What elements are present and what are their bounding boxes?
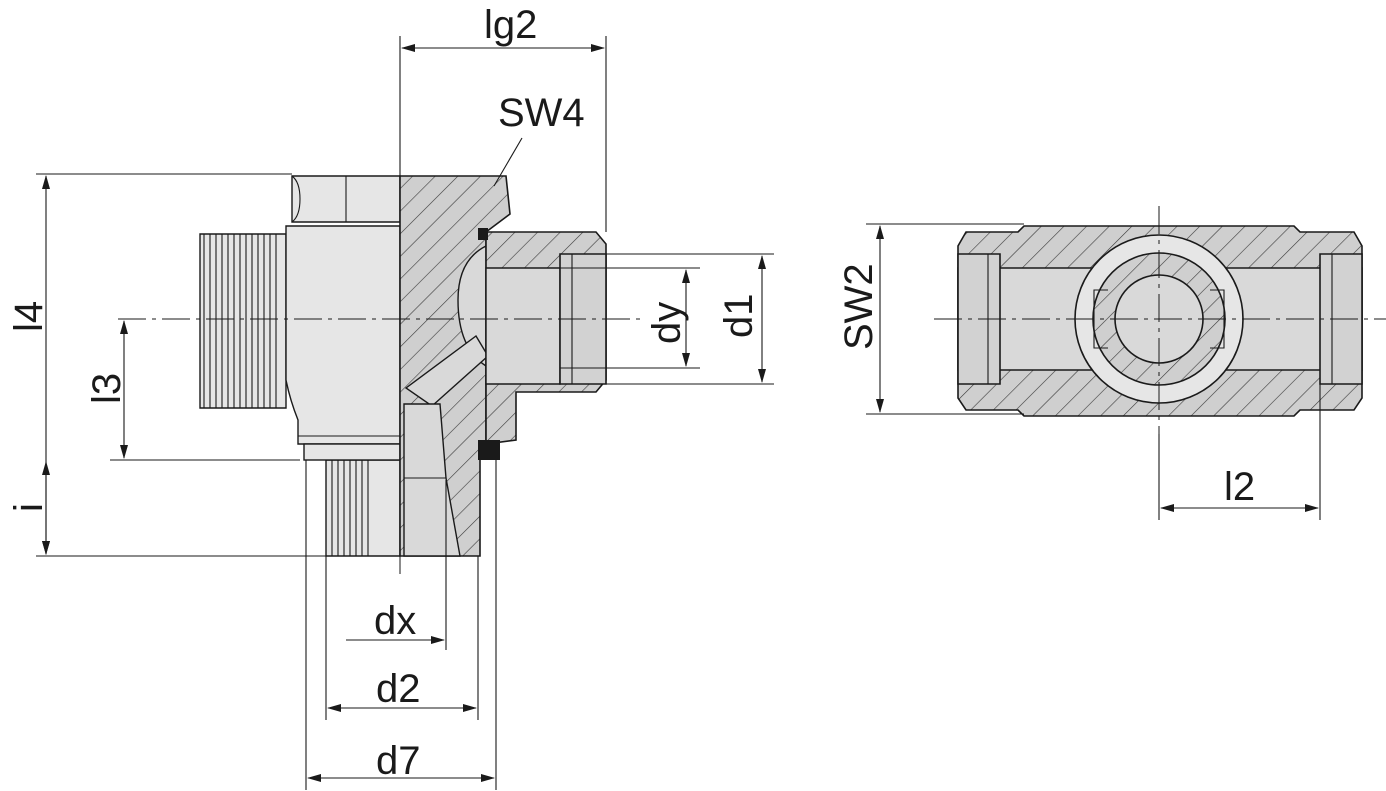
side-section-view bbox=[118, 150, 640, 578]
dim-lg2: lg2 bbox=[484, 3, 537, 47]
seal-top bbox=[478, 228, 488, 240]
thread-body bbox=[199, 233, 287, 409]
dim-sw4: SW4 bbox=[498, 91, 585, 135]
dim-l3: l3 bbox=[85, 373, 129, 404]
stud-thread bbox=[325, 459, 401, 557]
dim-d1: d1 bbox=[717, 294, 761, 339]
dim-dx: dx bbox=[374, 599, 416, 643]
left-dimensions: lg2 SW4 l4 l3 i dy d1 dx d2 bbox=[7, 3, 774, 790]
dim-d7: d7 bbox=[376, 739, 421, 783]
dim-l4: l4 bbox=[7, 301, 51, 332]
dim-l2: l2 bbox=[1224, 465, 1255, 509]
top-section-view bbox=[934, 206, 1386, 434]
dim-d2: d2 bbox=[376, 667, 421, 711]
seal-bottom bbox=[478, 440, 500, 460]
right-dimensions: SW2 l2 bbox=[837, 223, 1321, 520]
dim-sw2: SW2 bbox=[837, 263, 881, 350]
dim-i: i bbox=[7, 503, 51, 512]
banjo-body bbox=[285, 225, 401, 445]
dim-dy: dy bbox=[645, 302, 689, 344]
thread-lines bbox=[203, 234, 277, 408]
socket-bore bbox=[485, 267, 561, 385]
